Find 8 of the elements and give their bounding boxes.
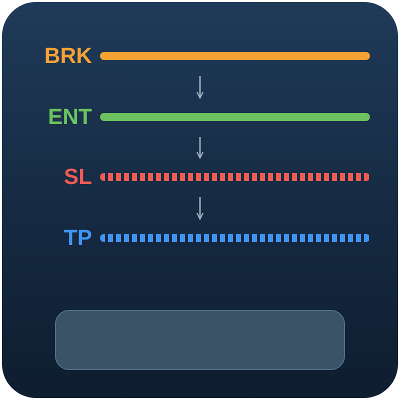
row-label: SL — [64, 163, 92, 191]
row-label: BRK — [44, 42, 92, 70]
row-label: ENT — [48, 103, 92, 131]
button-shape — [55, 310, 345, 370]
arrow — [196, 137, 204, 159]
arrow — [196, 76, 204, 99]
row-label: TP — [64, 224, 92, 252]
arrow — [196, 197, 204, 220]
